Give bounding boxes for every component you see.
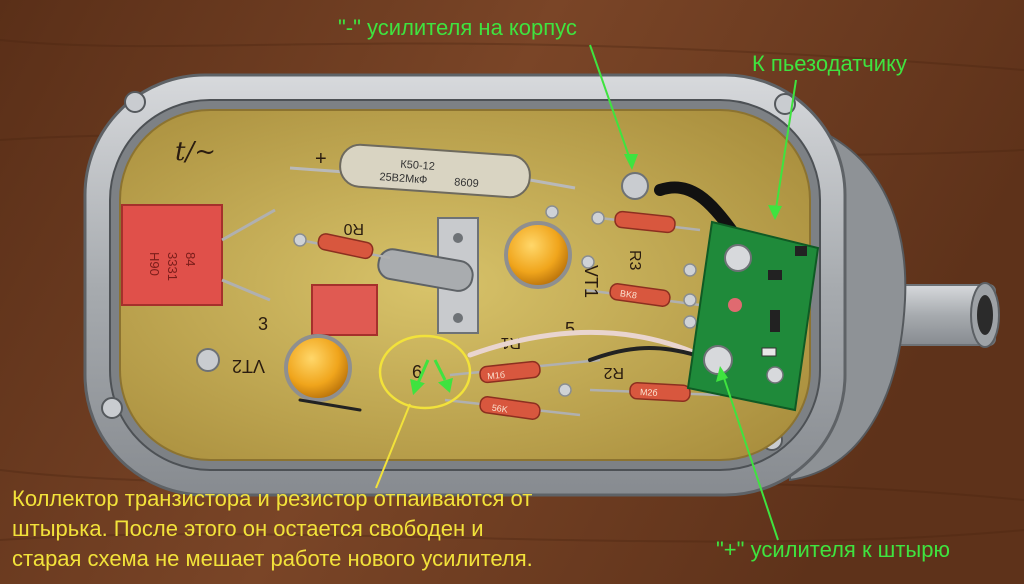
film-capacitor-marking-2: 3331	[165, 252, 180, 281]
metal-bracket	[377, 217, 479, 334]
collector-note-line-1: Коллектор транзистора и резистор отпаива…	[12, 486, 533, 511]
label-m2: M2б	[640, 387, 658, 398]
wires	[298, 181, 741, 412]
film-capacitor-marking-1: H90	[147, 252, 162, 276]
transistor-vt2: VT2	[232, 334, 352, 402]
collector-note-line-2: штырька. После этого он остается свободе…	[12, 516, 484, 541]
annotation-arrowheads	[624, 154, 782, 382]
label-vt1: VT1	[581, 265, 601, 298]
plus-to-pin-label: "+" усилителя к штырю	[716, 537, 950, 562]
solder-pads	[293, 205, 697, 397]
highlight-ellipse	[378, 334, 472, 410]
board-number-plus: +	[315, 148, 327, 170]
annotation-leaders	[375, 44, 797, 541]
label-r0: R0	[343, 220, 364, 237]
resistor-bodies	[317, 210, 691, 420]
transistor-vt1: VT1	[504, 221, 601, 298]
electrolytic-capacitor: К50-12 25В2МкФ 8609	[289, 143, 576, 199]
collector-note: Коллектор транзистора и резистор отпаива…	[12, 484, 533, 574]
capacitor-marking-3: 8609	[454, 176, 479, 190]
board-screws	[196, 172, 649, 372]
film-capacitor-marking-3: 84	[183, 252, 198, 266]
new-amplifier-pcb	[686, 220, 820, 412]
board-handwriting: t/~	[175, 137, 216, 167]
board-number-3: 3	[258, 314, 268, 334]
board-number-6: 6	[412, 362, 422, 382]
red-capacitor-small	[311, 284, 378, 336]
board-number-5: 5	[565, 319, 575, 339]
label-r3: R3	[626, 250, 643, 271]
minus-to-housing-label: "-" усилителя на корпус	[338, 15, 577, 40]
to-piezo-sensor-label: К пьезодатчику	[752, 51, 907, 76]
film-capacitor: H90 3331 84	[121, 204, 276, 306]
label-vt2: VT2	[232, 356, 265, 376]
label-m1: M1б	[487, 370, 506, 382]
label-bk8: BK8	[619, 288, 637, 300]
capacitor-marking-2: 25В2МкФ	[379, 171, 428, 186]
inner-arrows	[410, 359, 453, 396]
collector-note-line-3: старая схема не мешает работе нового уси…	[12, 546, 533, 571]
label-r2: R2	[603, 364, 624, 381]
capacitor-marking-1: К50-12	[400, 159, 435, 173]
label-56k: 56K	[491, 403, 508, 415]
